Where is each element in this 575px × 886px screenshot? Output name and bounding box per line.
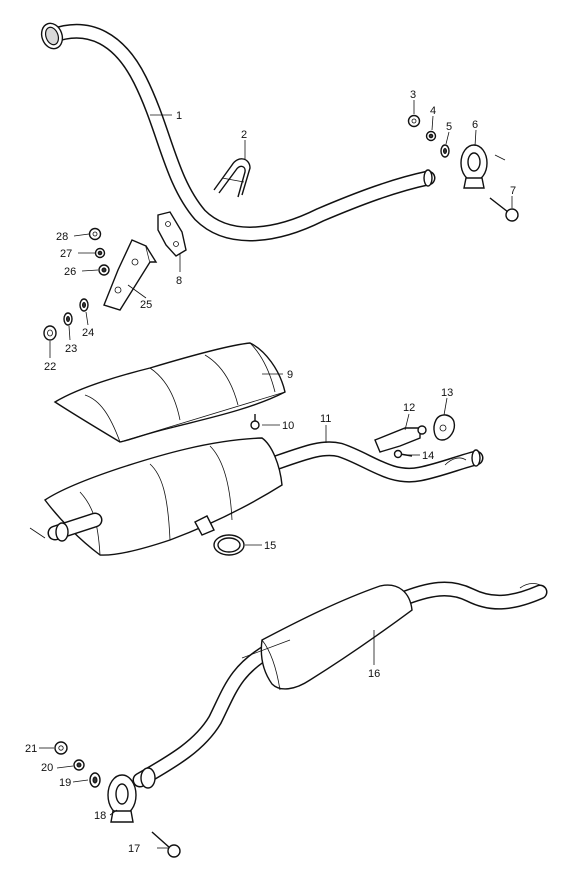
nut-22 (43, 325, 57, 341)
callout-15: 15 (264, 540, 276, 552)
washer-27 (94, 247, 106, 259)
callout-4: 4 (430, 105, 436, 117)
callout-11: 11 (320, 413, 331, 425)
washer-20 (73, 759, 85, 771)
nut-21 (54, 741, 68, 755)
callout-26: 26 (64, 266, 76, 278)
callout-6: 6 (472, 119, 478, 131)
callout-27: 27 (60, 248, 72, 260)
nut-28 (88, 227, 102, 241)
washer-4 (425, 130, 437, 142)
callout-7: 7 (510, 185, 516, 197)
flange-clamp-18 (107, 774, 137, 823)
callout-21: 21 (25, 743, 37, 755)
washer-19 (89, 772, 101, 788)
callout-9: 9 (287, 369, 293, 381)
callout-17: 17 (128, 843, 140, 855)
screw-10 (250, 414, 260, 430)
heat-shield (53, 342, 286, 443)
gasket-ring (213, 534, 245, 556)
bolt-7 (489, 197, 519, 222)
washer-23 (63, 312, 73, 326)
callout-28: 28 (56, 231, 68, 243)
support-bracket (103, 239, 158, 311)
bolt-17 (151, 831, 181, 858)
callout-10: 10 (282, 420, 294, 432)
callout-23: 23 (65, 343, 77, 355)
washer-5 (440, 144, 450, 158)
callout-8: 8 (176, 275, 182, 287)
washer-26 (98, 264, 110, 276)
callout-16: 16 (368, 668, 380, 680)
callout-24: 24 (82, 327, 94, 339)
callout-labels: 1 2 3 4 5 6 7 8 9 10 11 12 13 14 15 16 1… (25, 89, 516, 855)
callout-5: 5 (446, 121, 452, 133)
callout-13: 13 (441, 387, 453, 399)
callout-3: 3 (410, 89, 416, 101)
callout-25: 25 (140, 299, 152, 311)
nut-3 (407, 114, 421, 128)
rubber-mount-13 (433, 414, 456, 441)
flange-clamp-6 (460, 144, 506, 189)
front-pipe (40, 22, 436, 242)
middle-muffler (29, 437, 484, 556)
hanger-bracket-12 (374, 425, 427, 453)
rear-muffler (132, 581, 548, 789)
callout-14: 14 (422, 450, 434, 462)
callout-1: 1 (176, 110, 182, 122)
clamp-plate (157, 211, 187, 257)
callout-18: 18 (94, 810, 106, 822)
callout-22: 22 (44, 361, 56, 373)
u-bolt (213, 158, 251, 198)
callout-20: 20 (41, 762, 53, 774)
callout-12: 12 (403, 402, 415, 414)
washer-24 (79, 298, 89, 312)
leader-lines (39, 100, 513, 849)
callout-2: 2 (241, 129, 247, 141)
callout-19: 19 (59, 777, 71, 789)
